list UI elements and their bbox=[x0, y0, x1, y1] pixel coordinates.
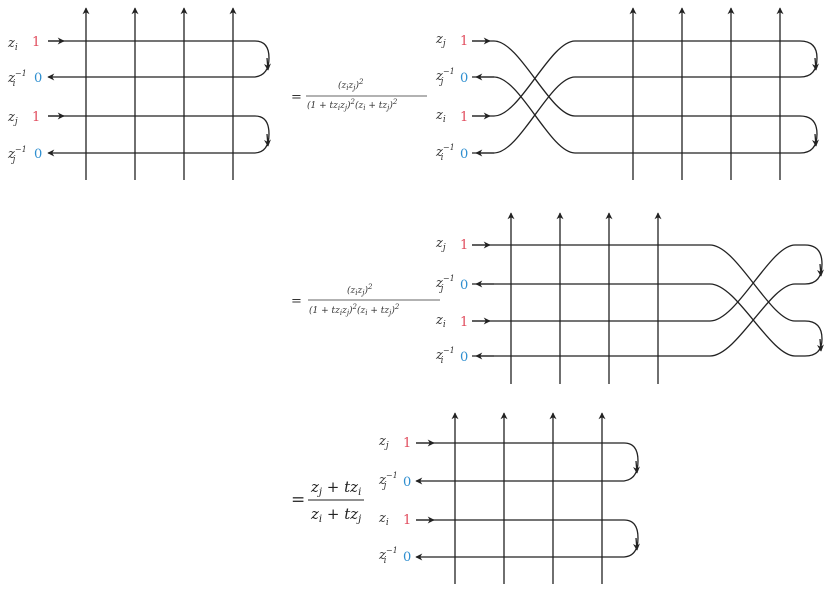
label-zi: zi bbox=[7, 36, 18, 53]
state-one: 1 bbox=[460, 315, 468, 330]
denominator: (1 + tzizj)2(zi + tzj)2 bbox=[309, 303, 400, 317]
turn-arrow bbox=[263, 57, 271, 71]
state-one: 1 bbox=[460, 238, 468, 253]
state-one: 1 bbox=[32, 110, 40, 125]
label-zj: zj bbox=[435, 32, 446, 49]
state-zero: 0 bbox=[460, 71, 468, 86]
equation-2: = (zizj)2 (1 + tzizj)2(zi + tzj)2 bbox=[291, 283, 440, 317]
state-zero: 0 bbox=[403, 550, 411, 565]
state-zero: 0 bbox=[460, 278, 468, 293]
crossing-loop bbox=[472, 244, 823, 357]
label-zi: zi bbox=[435, 313, 446, 330]
label-zj: zj bbox=[378, 434, 389, 451]
state-zero: 0 bbox=[34, 71, 42, 86]
hairpin-loop bbox=[415, 442, 639, 485]
equation-3: = zj + tzi zi + tzj bbox=[291, 478, 364, 525]
state-one: 1 bbox=[460, 34, 468, 49]
state-one: 1 bbox=[32, 35, 40, 50]
numerator: (zizj)2 bbox=[347, 283, 373, 297]
state-zero: 0 bbox=[460, 350, 468, 365]
state-zero: 0 bbox=[403, 475, 411, 490]
numerator: zj + tzi bbox=[310, 478, 361, 498]
numerator: (zizj)2 bbox=[338, 78, 364, 92]
crossing-loop bbox=[472, 40, 818, 154]
equals-sign: = bbox=[291, 294, 302, 309]
state-zero: 0 bbox=[460, 147, 468, 162]
equals-sign: = bbox=[291, 90, 302, 105]
crossing-loop bbox=[472, 40, 818, 154]
label-zi: zi bbox=[435, 108, 446, 125]
turn-arrow bbox=[816, 338, 824, 352]
turn-arrow bbox=[632, 460, 640, 474]
hairpin-loop bbox=[47, 115, 270, 157]
equation-1: = (zizj)2 (1 + tzizj)2(zi + tzj)2 bbox=[291, 78, 427, 112]
denominator: (1 + tzizj)2(zi + tzj)2 bbox=[307, 98, 398, 112]
label-zi: zi bbox=[378, 511, 389, 528]
turn-arrow bbox=[811, 133, 819, 147]
equals-sign: = bbox=[291, 490, 305, 510]
state-zero: 0 bbox=[34, 147, 42, 162]
crossing-loop bbox=[472, 244, 823, 357]
hairpin-loop bbox=[415, 519, 639, 561]
state-one: 1 bbox=[460, 110, 468, 125]
turn-arrow bbox=[263, 133, 271, 147]
label-zj: zj bbox=[7, 110, 18, 127]
state-one: 1 bbox=[403, 436, 411, 451]
state-one: 1 bbox=[403, 513, 411, 528]
turn-arrow bbox=[816, 263, 824, 277]
turn-arrow bbox=[811, 57, 819, 71]
label-zj: zj bbox=[435, 236, 446, 253]
hairpin-loop bbox=[47, 40, 270, 81]
denominator: zi + tzj bbox=[310, 505, 361, 525]
turn-arrow bbox=[632, 537, 640, 551]
